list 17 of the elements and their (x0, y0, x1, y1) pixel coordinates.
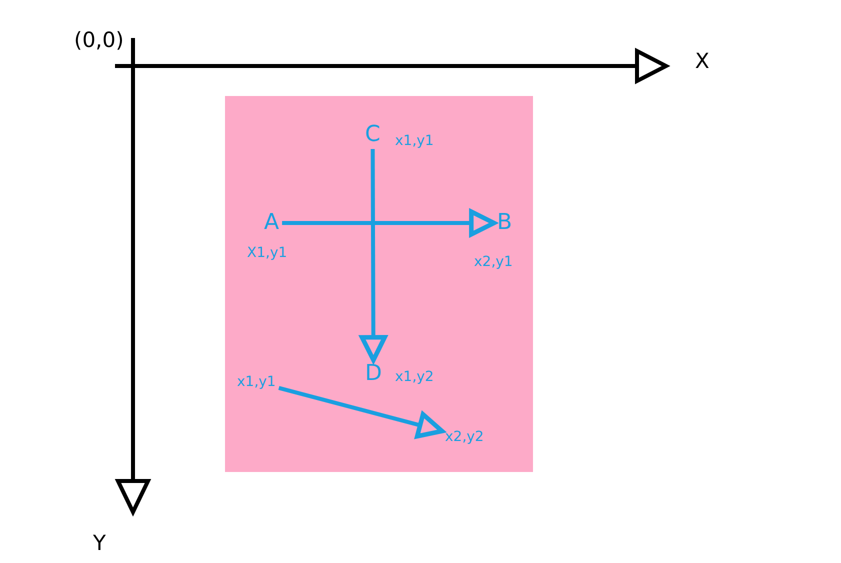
axis-label: Y (93, 533, 106, 554)
point-label: B (497, 212, 512, 234)
shaded-region (225, 96, 533, 472)
axis-label: X (695, 51, 710, 72)
arrow (278, 386, 444, 438)
coordinate-label: x2,y2 (445, 430, 484, 444)
arrow (282, 209, 496, 237)
point-label: A (264, 212, 280, 234)
point-label: D (365, 363, 382, 385)
coordinate-label: x1,y2 (395, 370, 434, 384)
coordinate-label: x1,y1 (395, 134, 434, 148)
point-label: C (365, 124, 380, 146)
origin-label: (0,0) (74, 30, 124, 51)
coordinate-label: x2,y1 (474, 255, 513, 269)
coordinate-label: X1,y1 (247, 246, 288, 260)
coordinate-label: x1,y1 (237, 375, 276, 389)
arrow (360, 149, 387, 362)
